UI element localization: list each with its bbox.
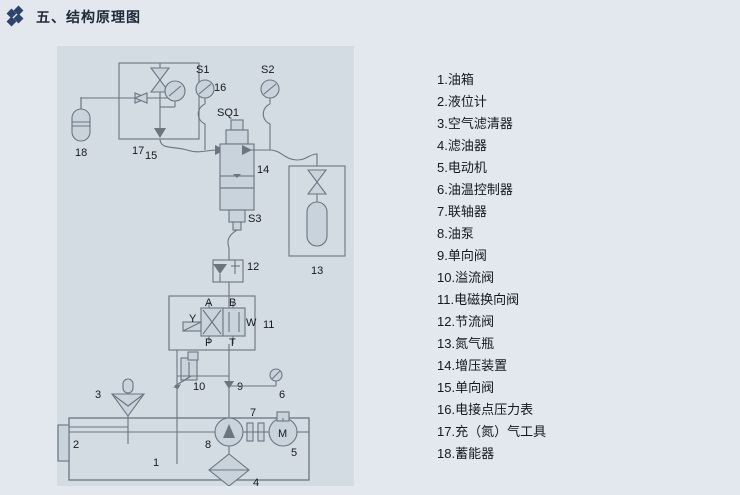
relief-valve-symbol xyxy=(173,351,199,389)
callout-4: 4 xyxy=(253,477,259,486)
callout-6: 6 xyxy=(279,389,285,401)
legend-item: 8.油泵 xyxy=(437,226,474,241)
pressure-gauge-s1-symbol xyxy=(195,79,215,150)
oil-filter-symbol xyxy=(208,446,250,486)
callout-1: 1 xyxy=(153,457,159,469)
callout-13: 13 xyxy=(311,265,323,277)
callout-17: 17 xyxy=(132,145,144,157)
legend-item: 18.蓄能器 xyxy=(437,446,495,461)
legend-item: 14.增压装置 xyxy=(437,358,508,373)
throttle-valve-symbol xyxy=(212,259,244,283)
pump-symbol xyxy=(214,417,244,447)
motor-letter: M xyxy=(278,428,287,440)
port-label-a: A xyxy=(205,297,213,309)
callout-11: 11 xyxy=(263,319,274,331)
pressure-gauge-s2-symbol xyxy=(260,79,280,150)
legend-item: 6.油温控制器 xyxy=(437,182,513,197)
diamond-cluster-icon xyxy=(6,5,28,27)
legend-item: 5.电动机 xyxy=(437,160,487,175)
page-title: 五、结构原理图 xyxy=(36,9,141,25)
callout-5: 5 xyxy=(291,447,297,459)
legend-item: 10.溢流阀 xyxy=(437,270,495,285)
solenoid-valve-symbol xyxy=(168,295,256,351)
callout-16: 16 xyxy=(214,82,226,94)
legend-item: 1.油箱 xyxy=(437,72,474,87)
port-label-p: P xyxy=(205,337,212,349)
callout-12: 12 xyxy=(247,261,259,273)
port-label-w: W xyxy=(246,317,257,329)
oil-temp-controller-symbol xyxy=(229,368,283,387)
legend-item: 9.单向阀 xyxy=(437,248,487,263)
callout-18: 18 xyxy=(75,147,87,159)
motor-symbol: M xyxy=(268,411,298,447)
callout-7: 7 xyxy=(250,407,256,419)
callout-10: 10 xyxy=(193,381,205,393)
legend-item: 13.氮气瓶 xyxy=(437,336,495,351)
legend-item: 12.节流阀 xyxy=(437,314,495,329)
callout-15: 15 xyxy=(145,150,157,162)
booster-device-symbol xyxy=(219,119,255,231)
legend-list: 1.油箱 2.液位计 3.空气滤清器 4.滤油器 5.电动机 6.油温控制器 7… xyxy=(437,69,677,465)
legend-item: 3.空气滤清器 xyxy=(437,116,513,131)
callout-9: 9 xyxy=(237,381,243,393)
legend-item: 16.电接点压力表 xyxy=(437,402,534,417)
legend-item: 4.滤油器 xyxy=(437,138,487,153)
legend-item: 15.单向阀 xyxy=(437,380,495,395)
air-filter-symbol xyxy=(110,378,146,444)
callout-3: 3 xyxy=(95,389,101,401)
hydraulic-schematic: .ln { stroke:#6b7580; stroke-width:1.1; … xyxy=(57,62,346,486)
callout-14: 14 xyxy=(257,164,269,176)
sensor-label-s3: S3 xyxy=(248,213,261,225)
port-label-b: B xyxy=(229,297,236,309)
port-label-t: T xyxy=(229,337,236,349)
check-valve-9-symbol xyxy=(224,381,234,389)
legend-item: 11.电磁换向阀 xyxy=(437,292,520,307)
callout-8: 8 xyxy=(205,439,211,451)
schematic-panel: .ln { stroke:#6b7580; stroke-width:1.1; … xyxy=(57,46,354,486)
nitrogen-bottle-symbol xyxy=(288,165,346,257)
page-header: 五、结构原理图 xyxy=(0,0,740,34)
legend-item: 2.液位计 xyxy=(437,94,487,109)
port-label-y: Y xyxy=(189,313,197,325)
level-gauge-symbol xyxy=(57,424,70,462)
legend-item: 7.联轴器 xyxy=(437,204,487,219)
callout-2: 2 xyxy=(73,439,79,451)
legend-item: 17.充（氮）气工具 xyxy=(437,424,547,439)
sensor-label-s1: S1 xyxy=(196,64,209,76)
charging-tool-symbol xyxy=(118,62,200,140)
sensor-label-s2: S2 xyxy=(261,64,274,76)
sensor-label-sq1: SQ1 xyxy=(217,107,239,119)
